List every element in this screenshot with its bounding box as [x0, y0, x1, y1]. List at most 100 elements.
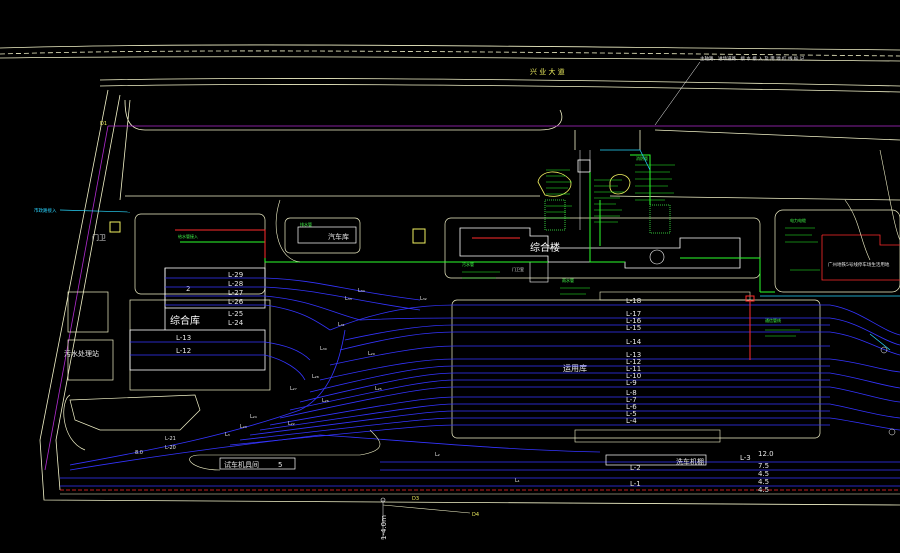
switch-labels: L₃₄ L₃₃ L₃₂ L₃₁ L₃₀ L₂₉ L₂₈ L₂₇ L₂₆ L₂₅ …: [135, 288, 520, 484]
wh-track-label: L-28: [228, 280, 243, 288]
dimension-bottom: 1-4.0m: [380, 515, 388, 540]
depot-track-label: L-15: [626, 324, 641, 332]
switch-label: L₃₄: [358, 288, 365, 294]
test-line-label: 试车机具间: [224, 460, 259, 469]
wash-shed: 洗车机棚: [605, 454, 707, 466]
depot-track-label: L-17: [626, 310, 641, 318]
annotation-block-office: [462, 227, 820, 337]
dimension-label: 4.5: [758, 486, 769, 494]
wh-track-label: L-24: [228, 319, 244, 327]
pipe-note: 消防管: [636, 155, 648, 161]
switch-label: L₂₆: [322, 398, 329, 404]
bottom-track-label: L-3: [740, 454, 751, 462]
depot-track-label: L-18: [626, 297, 641, 305]
left-block: [63, 213, 271, 451]
track-spacing-dimensions: 12.0 7.5 4.5 4.5 4.5: [758, 450, 774, 494]
wh-track-label: L-25: [228, 310, 243, 318]
dimension-label: 4.5: [758, 478, 769, 486]
bottom-tracks: [60, 461, 900, 487]
depot-track-label: L-11: [626, 365, 641, 373]
highway-label: 兴 业 大 道: [530, 67, 565, 76]
office-label: 综合楼: [530, 241, 560, 254]
switch-label: L₂₇: [290, 386, 297, 392]
switch-label: L₃₃: [345, 296, 352, 302]
warehouse-tracks: [69, 277, 601, 471]
track-end-marker: [880, 346, 888, 354]
switch-label: L₂₈: [312, 374, 319, 380]
depot-track-label: L-16: [626, 317, 642, 325]
gate-house: [109, 221, 121, 233]
pipe-note: 雨水管: [562, 277, 574, 283]
annotation-block-right-entrance: [594, 164, 675, 223]
switch-label: L-20: [165, 445, 176, 451]
depot-track-labels: L-18 L-17 L-16 L-15 L-14 L-13 L-12 L-11 …: [626, 297, 642, 425]
top-note: 主轴路、进场道路、接 水 接 入 及 用 地 红 线 标 记: [700, 55, 805, 62]
wh-track-label: L-29: [228, 271, 243, 279]
wash-shed-label: 洗车机棚: [676, 457, 704, 466]
depot-track-label: L-10: [626, 372, 641, 380]
switch-label: L₂₃: [240, 424, 247, 430]
bottom-track-labels: L-3 L-2 L-1: [630, 454, 751, 488]
bottom-mark-2: D4: [472, 512, 479, 518]
wh-track-label: L-27: [228, 289, 243, 297]
depot-track-label: L-6: [626, 403, 637, 411]
cyan-access-lines: [59, 149, 900, 351]
depot-track-label: L-4: [626, 417, 637, 425]
pipe-annotations: 给水管接入 排水管 污水管 雨水管 消防管 电力电缆 通信管线: [178, 155, 806, 323]
switch-label: L₃₀: [320, 346, 327, 352]
red-pipes: [175, 229, 751, 360]
car-garage-label: 汽车库: [328, 232, 349, 241]
wh-track-label: L-26: [228, 298, 244, 306]
warehouse-track-labels: L-29 L-28 L-27 L-26 L-25 L-24 L-13 L-12: [176, 271, 244, 355]
right-building: 广州地铁5号线停车场生活用地: [774, 209, 900, 293]
purple-boundary: [44, 125, 900, 471]
switch-label: L₃: [225, 432, 230, 438]
bottom-mark-1: D3: [412, 496, 419, 502]
switch-label: L₂₂: [288, 421, 295, 427]
red-marker: [745, 295, 755, 302]
switch-label: L₂₉: [368, 351, 375, 357]
pipe-note: 给水管接入: [178, 233, 198, 239]
dimension-label: 12.0: [758, 450, 774, 458]
switch-label: L₃₂: [420, 296, 427, 302]
depot-track-label: L-9: [626, 379, 637, 387]
pipe-note: 通信管线: [765, 317, 781, 323]
test-line-building: 试车机具间 5: [219, 457, 296, 470]
left-vert-note: 市政路接入: [34, 207, 57, 214]
sewage-label: 污水处理站: [64, 349, 99, 358]
site-boundary: [39, 89, 900, 506]
right-throat-tracks: [829, 304, 900, 431]
gate-mark: D1: [100, 121, 107, 127]
car-garage: 汽车库: [284, 217, 361, 254]
switch-label: L₂: [435, 452, 440, 458]
depot-label: 运用库: [563, 363, 587, 373]
bottom-track-label: L-1: [630, 480, 641, 488]
wh-track-label: L-13: [176, 334, 191, 342]
right-building-label: 广州地铁5号线停车场生活用地: [828, 261, 890, 268]
internal-roads: [189, 149, 900, 471]
dimension-label: 7.5: [758, 462, 769, 470]
depot-track-label: L-14: [626, 338, 642, 346]
depot-track-label: L-8: [626, 389, 637, 397]
test-line-num: 5: [278, 461, 282, 469]
depot-track-label: L-12: [626, 358, 641, 366]
switch-label: L₂₅: [375, 386, 382, 392]
warehouse-label: 综合库: [170, 314, 200, 327]
wh-track-label: L-12: [176, 347, 191, 355]
bottom-track-label: L-2: [630, 464, 641, 472]
depot-tracks: [455, 304, 830, 426]
pipe-note: 电力电缆: [790, 217, 806, 223]
switch-label: L₁: [515, 478, 520, 484]
track-end-marker: [888, 428, 896, 436]
small-hut: [412, 228, 426, 244]
dimension-label: 4.5: [758, 470, 769, 478]
green-pipes: [180, 154, 775, 293]
depot-track-label: L-13: [626, 351, 641, 359]
bottom-markers: 1-4.0m D3 D4: [380, 496, 479, 540]
switch-label: L₃₁: [338, 322, 345, 328]
office-sub: 门卫室: [512, 266, 524, 272]
note-leader: [654, 61, 701, 126]
annotation-block-left-entrance: [546, 169, 572, 219]
gate-label: 门卫: [92, 233, 106, 242]
